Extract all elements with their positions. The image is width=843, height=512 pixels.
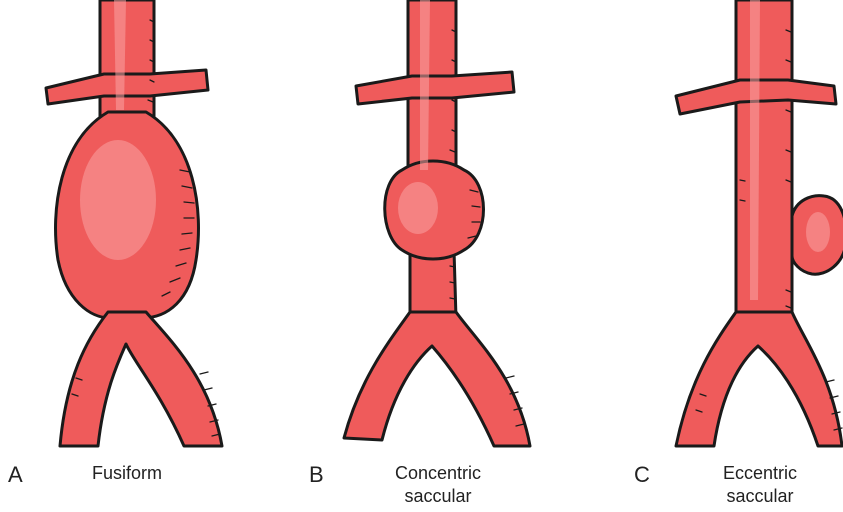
eccentric-saccular-aneurysm-drawing (676, 0, 843, 446)
caption-c-line2: saccular (690, 485, 830, 508)
iliac-bifurcation-c (676, 312, 842, 446)
caption-concentric-saccular: Concentric saccular (368, 462, 508, 508)
figure-letter-c: C (634, 462, 650, 488)
figure-letter-b: B (309, 462, 324, 488)
branch-vessels-b (356, 72, 514, 104)
aorta-trunk-c (736, 0, 792, 318)
caption-b-line1: Concentric (368, 462, 508, 485)
caption-eccentric-saccular: Eccentric saccular (690, 462, 830, 508)
caption-fusiform: Fusiform (62, 462, 192, 485)
caption-c-line1: Eccentric (690, 462, 830, 485)
caption-b-line2: saccular (368, 485, 508, 508)
figure-letter-a: A (8, 462, 23, 488)
caption-a-line1: Fusiform (62, 462, 192, 485)
iliac-bifurcation-a (60, 312, 222, 446)
aorta-trunk-a (100, 0, 154, 120)
fusiform-aneurysm-drawing (46, 0, 222, 446)
iliac-bifurcation-b (344, 312, 530, 446)
concentric-saccular-aneurysm-drawing (344, 0, 530, 446)
